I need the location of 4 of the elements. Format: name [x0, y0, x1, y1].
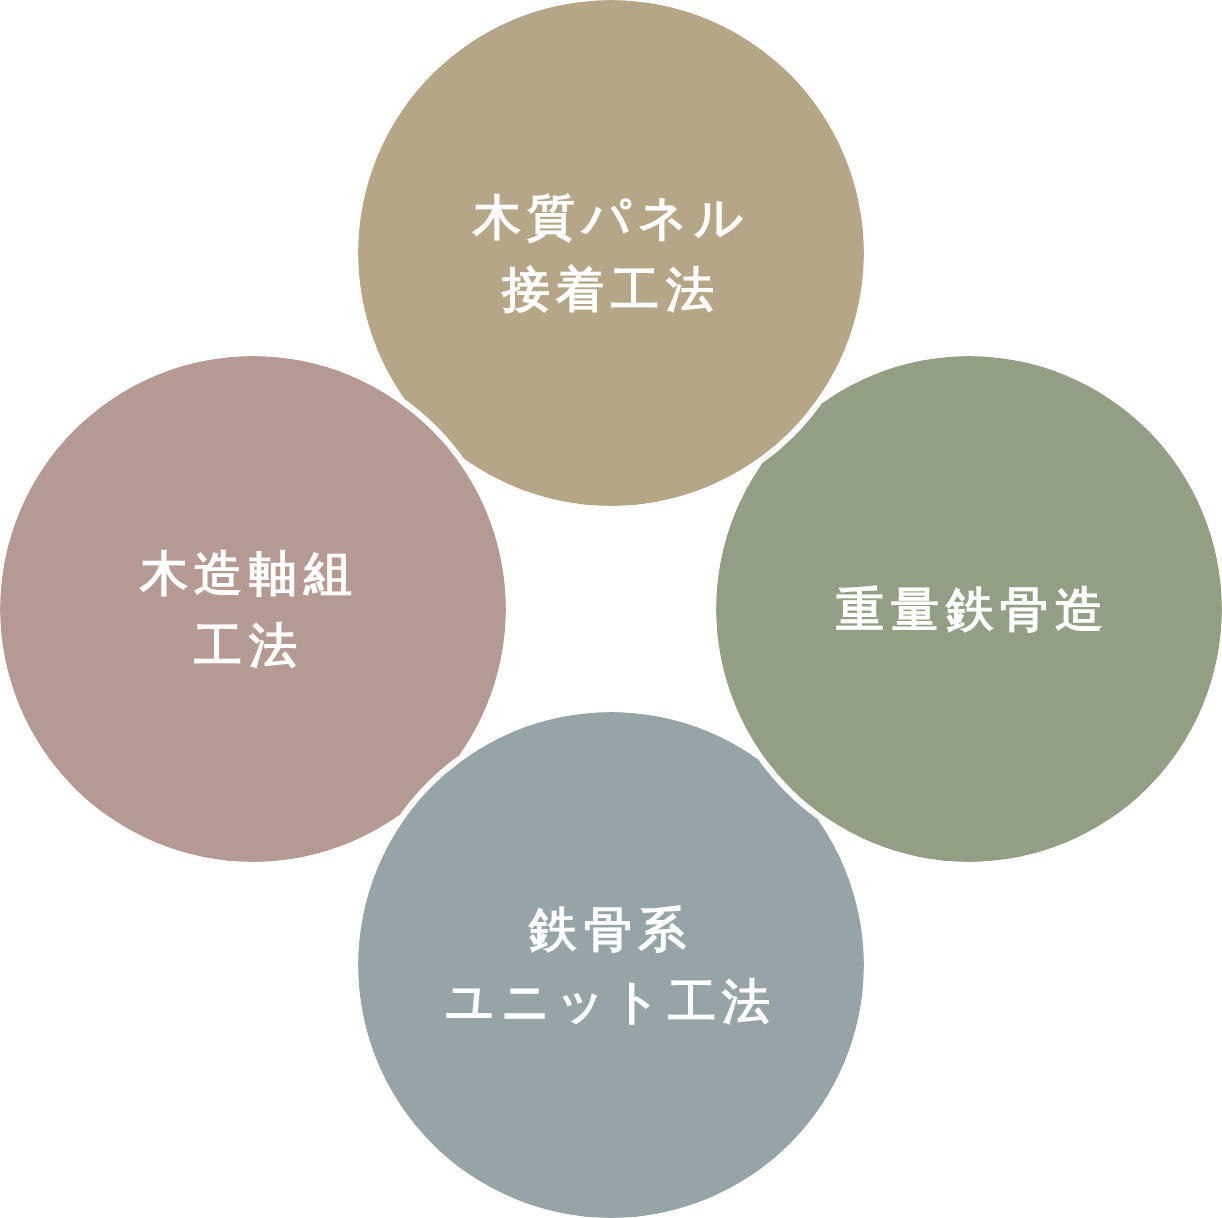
category-label: 重量鉄骨造 [836, 580, 1110, 639]
category-label: 木造軸組工法 [139, 544, 359, 675]
category-label: 木質パネル接着工法 [472, 188, 750, 319]
category-label: 鉄骨系ユニット工法 [444, 900, 778, 1031]
